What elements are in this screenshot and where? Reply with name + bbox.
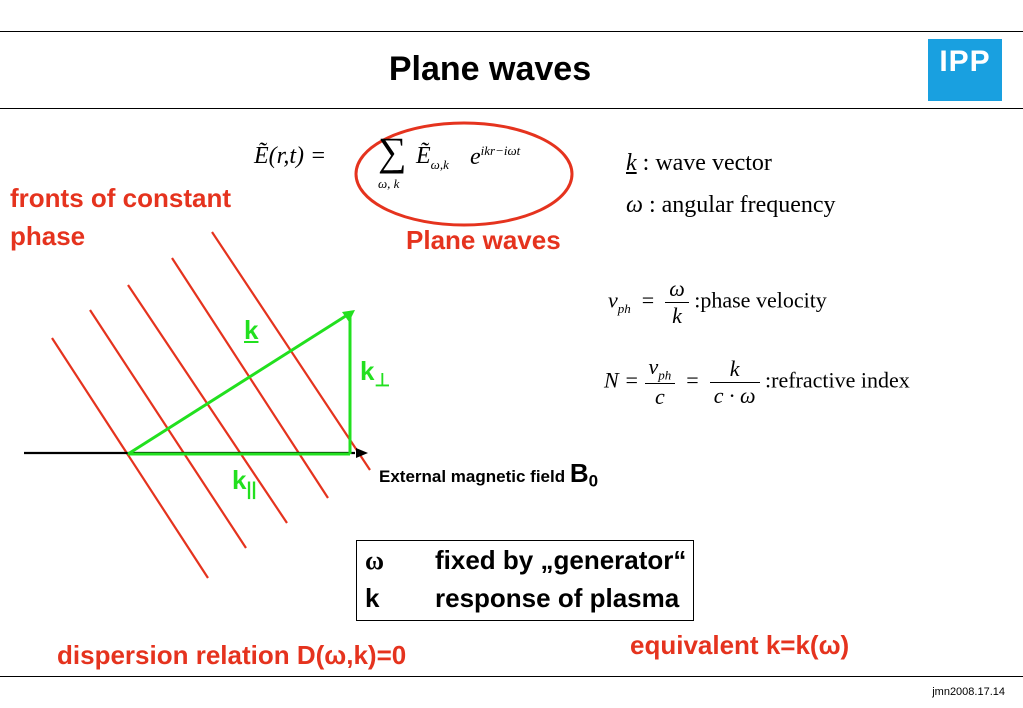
equation-exp-superscript: ikr−iωt [480,143,521,158]
k-perp-text: k [360,356,375,386]
box-row-k-symbol: k [365,583,380,613]
phase-velocity-text: :phase velocity [694,287,827,313]
refractive-index-denominator-1: c [655,384,665,410]
equation-exponential: eikr−iωt [470,143,520,171]
magnetic-field-arrowhead [356,448,368,458]
k-parallel-label: k|| [232,465,257,500]
refractive-index-formula: N = vph c = k c · ω :refractive index [604,354,910,410]
equation-term-symbol: Ẽ [416,143,431,169]
refractive-index-numerator-1: vph [644,354,676,385]
equation-term: Ẽω,k [416,143,449,173]
k-parallel-subscript: || [246,479,257,500]
fronts-label: fronts of constant phase [10,183,231,251]
magnetic-field-subscript: 0 [588,471,599,491]
top-rule [0,31,1023,32]
k-label: k [244,315,258,346]
phase-fronts [51,231,371,579]
k-label-text: k [244,315,259,345]
angular-frequency-symbol: ω [626,192,643,218]
wave-vector-symbol: k [626,150,637,176]
magnetic-field-label: External magnetic field B0 [379,458,598,491]
wave-vector-text: : wave vector [642,150,772,176]
ipp-logo: IPP [928,39,1002,101]
plane-wave-ellipse [354,121,574,227]
generator-plasma-box: ω fixed by „generator“ k response of plasm… [356,540,694,621]
phase-velocity-denominator: k [672,303,682,328]
refractive-index-equals: = [680,367,705,393]
equation-exp-base: e [470,144,481,170]
box-row-k: k response of plasma [365,583,679,614]
box-row-omega-symbol: ω [365,546,385,575]
equation-sum-subscript: ω, k [378,176,400,191]
k-perp-label: k⊥ [360,356,390,391]
k-arrowhead [342,310,355,322]
equation-sum: ∑ [378,129,407,174]
box-row-k-text: response of plasma [435,583,680,613]
k-perp-subscript: ⊥ [374,370,391,391]
angular-frequency-text: : angular frequency [648,192,836,218]
box-row-omega: ω fixed by „generator“ [365,545,686,576]
phase-front-line [51,337,209,579]
page-title: Plane waves [388,50,592,88]
refractive-index-text: :refractive index [765,367,910,393]
footer-code: jmn2008.17.14 [932,686,1005,698]
equivalent-relation: equivalent k=k(ω) [630,630,850,660]
phase-velocity-fraction: ω k [665,276,689,329]
angular-frequency-definition: ω : angular frequency [626,192,836,219]
refractive-index-denominator-2: c · ω [713,382,756,408]
refractive-index-fraction-2: k c · ω [709,356,760,409]
box-row-omega-text: fixed by „generator“ [435,545,687,575]
phase-velocity-lhs-subscript: ph [617,300,631,316]
equation-lhs: Ẽ(r,t) = [254,143,327,169]
phase-velocity-numerator: ω [665,276,689,303]
plane-waves-label: Plane waves [406,225,561,255]
dispersion-relation: dispersion relation D(ω,k)=0 [57,640,407,670]
refractive-index-numerator-1-subscript: ph [658,367,672,383]
refractive-index-numerator-1-symbol: v [648,354,659,379]
phase-velocity-formula: vph = ω k :phase velocity [608,276,827,329]
wave-vector-definition: k : wave vector [626,150,772,177]
phase-velocity-equals: = [636,287,660,313]
phase-velocity-lhs: v [608,287,618,313]
refractive-index-numerator-2: k [709,356,760,383]
title-rule [0,108,1023,109]
bottom-rule [0,676,1023,677]
refractive-index-fraction-1: vph c [644,354,676,410]
equation-term-subscript: ω,k [430,156,449,172]
k-vector [127,310,353,456]
refractive-index-lhs: N = [604,367,640,393]
wave-vector-triangle [127,310,353,456]
k-parallel-text: k [232,465,247,495]
magnetic-field-symbol: B [569,458,589,488]
magnetic-field-text: External magnetic field [379,467,566,486]
